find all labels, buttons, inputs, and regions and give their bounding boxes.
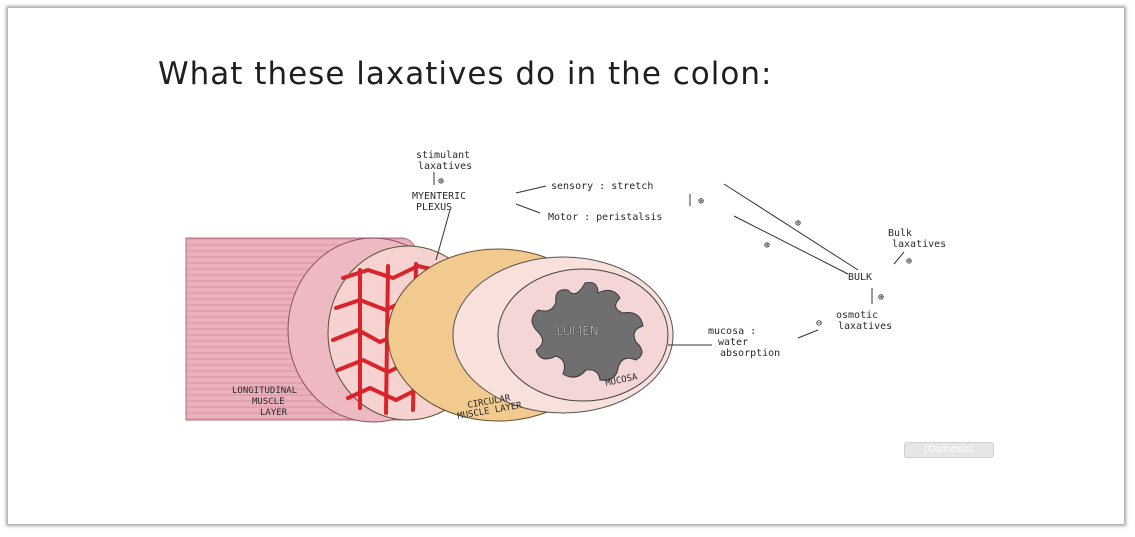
plexus-to-sensory-arrow: [516, 186, 546, 193]
bulk-plus-sign: ⊕: [878, 292, 884, 303]
bulk-laxatives-label: Bulk laxatives: [888, 228, 946, 250]
plexus-pointer: [436, 210, 450, 260]
myenteric-plexus-label: MYENTERIC PLEXUS: [412, 191, 466, 213]
stretch-plus-sign: ⊕: [698, 196, 704, 207]
svg-text:PLEXUS: PLEXUS: [416, 202, 452, 213]
svg-text:mucosa :: mucosa :: [708, 326, 756, 337]
bulk-to-motor-arrow: [734, 216, 848, 274]
svg-text:laxatives: laxatives: [892, 239, 946, 250]
osmotic-laxatives-label: osmotic laxatives: [836, 310, 892, 332]
stimulant-laxatives-label: stimulant laxatives: [416, 150, 472, 172]
slide: What these laxatives do in the colon:: [8, 8, 1124, 524]
svg-text:osmotic: osmotic: [836, 310, 878, 321]
lumen-label: LUMEN: [557, 324, 599, 338]
bulk-label: BULK: [848, 272, 872, 283]
svg-text:water: water: [718, 337, 748, 348]
svg-text:stimulant: stimulant: [416, 150, 470, 161]
mucosa-water-absorption-label: mucosa : water absorption: [708, 326, 780, 359]
sensory-stretch-label: sensory : stretch: [551, 181, 653, 192]
svg-text:laxatives: laxatives: [418, 161, 472, 172]
bulk-to-sensory-arrow: [724, 184, 858, 270]
bulk-to-motor-plus-sign: ⊕: [764, 240, 770, 251]
svg-text:LAYER: LAYER: [260, 408, 288, 418]
svg-text:absorption: absorption: [720, 348, 780, 359]
plexus-to-motor-arrow: [516, 204, 540, 213]
motor-peristalsis-label: Motor : peristalsis: [548, 212, 662, 223]
stimulant-plus-sign: ⊕: [438, 176, 444, 187]
svg-text:MYENTERIC: MYENTERIC: [412, 191, 466, 202]
svg-text:laxatives: laxatives: [838, 321, 892, 332]
bulk-laxatives-arrow: [894, 252, 904, 264]
svg-text:Bulk: Bulk: [888, 228, 912, 239]
watermark-logo: (Osmosis): [904, 442, 994, 458]
bulk-laxatives-plus-sign: ⊕: [906, 256, 912, 267]
bulk-to-sensory-plus-sign: ⊕: [795, 218, 801, 229]
svg-text:LONGITUDINAL: LONGITUDINAL: [232, 386, 297, 396]
osmotic-to-mucosa-arrow: [798, 330, 818, 338]
svg-text:MUSCLE: MUSCLE: [252, 397, 285, 407]
osmotic-minus-sign: ⊖: [816, 318, 822, 329]
